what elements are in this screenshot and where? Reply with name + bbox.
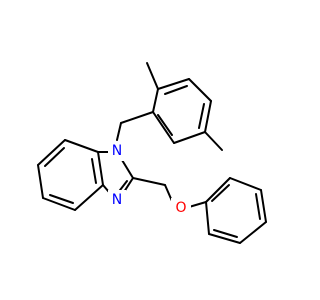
bond <box>205 201 210 235</box>
double-bond-inner <box>198 103 205 129</box>
bond <box>152 88 159 113</box>
bond <box>120 111 154 124</box>
atom-n3: N <box>108 190 126 210</box>
bond <box>208 233 241 244</box>
bond <box>260 189 267 223</box>
double-bond-inner <box>255 193 261 220</box>
bond <box>239 221 267 244</box>
phenoxymethyl-chain <box>132 177 207 208</box>
bond <box>205 177 231 203</box>
bond <box>188 201 207 208</box>
double-bond-inner <box>211 184 230 202</box>
bond <box>37 164 44 199</box>
bond <box>164 184 173 202</box>
bond <box>64 139 99 153</box>
atom-label-n1: N <box>112 143 122 159</box>
n-benzyl-linker <box>116 111 154 141</box>
dimethylphenyl-ring <box>152 78 212 144</box>
bond <box>74 184 104 211</box>
bond <box>152 111 175 144</box>
bond <box>173 131 206 144</box>
molecule-structure-drawing: N N O <box>37 62 267 244</box>
bond <box>116 122 122 141</box>
atom-o1: O <box>171 198 191 218</box>
bond <box>157 78 190 90</box>
phenyl-ring <box>205 177 267 244</box>
bond <box>121 159 134 179</box>
double-bond-inner <box>91 158 97 184</box>
bond <box>37 139 66 166</box>
bond <box>132 177 166 186</box>
bond <box>204 100 212 133</box>
double-bond-inner <box>164 85 188 95</box>
double-bond-inner <box>213 229 238 238</box>
benzo-ring <box>37 139 104 211</box>
bond <box>229 177 262 191</box>
atom-n1: N <box>108 141 126 161</box>
atom-label-n3: N <box>112 192 122 208</box>
double-bond-inner <box>157 114 173 136</box>
double-bond-inner <box>44 147 65 167</box>
double-bond-inner <box>49 194 74 204</box>
bond <box>188 78 212 102</box>
methyl-bond <box>146 62 159 90</box>
bond <box>42 197 76 211</box>
methyl-bond <box>204 131 223 151</box>
atom-label-o1: O <box>175 200 186 216</box>
bond <box>97 151 104 186</box>
methyl-groups <box>146 62 223 151</box>
